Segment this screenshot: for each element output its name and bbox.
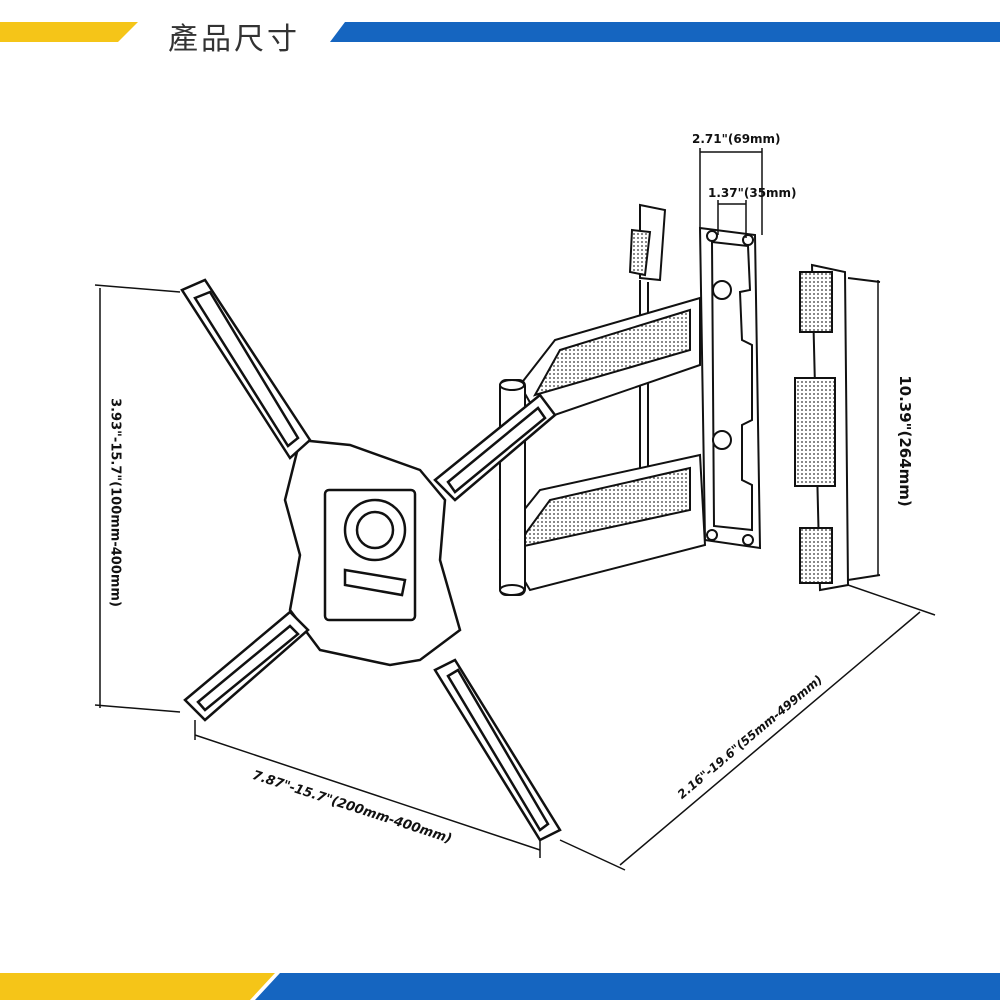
label-depth-total: 2.71"(69mm) — [692, 132, 781, 146]
vesa-plate — [283, 438, 462, 667]
dimension-lines — [94, 148, 936, 871]
wall-plate-side — [794, 263, 881, 592]
footer-stripes — [0, 973, 1000, 1000]
articulating-arms — [498, 203, 707, 596]
label-wall-plate-height: 10.39"(264mm) — [896, 375, 914, 507]
footer-yellow-stripe — [0, 973, 275, 1000]
vesa-arm-lower-left — [183, 610, 310, 722]
header-stripes — [0, 22, 1000, 42]
header-blue-stripe — [330, 22, 1000, 42]
footer-banner — [0, 968, 1000, 1000]
vesa-arm-upper-right — [433, 393, 557, 502]
label-depth-inner: 1.37"(35mm) — [708, 186, 797, 200]
vesa-arm-upper-left — [180, 278, 312, 460]
page-title: 產品尺寸 — [168, 22, 300, 57]
vesa-arm-lower-right — [433, 658, 562, 842]
wall-bracket — [698, 226, 762, 550]
label-vesa-vertical: 3.93"-15.7"(100mm-400mm) — [107, 398, 123, 607]
header-yellow-stripe — [0, 22, 138, 42]
header-banner: 產品尺寸 — [0, 0, 1000, 70]
footer-blue-stripe — [255, 973, 1000, 1000]
